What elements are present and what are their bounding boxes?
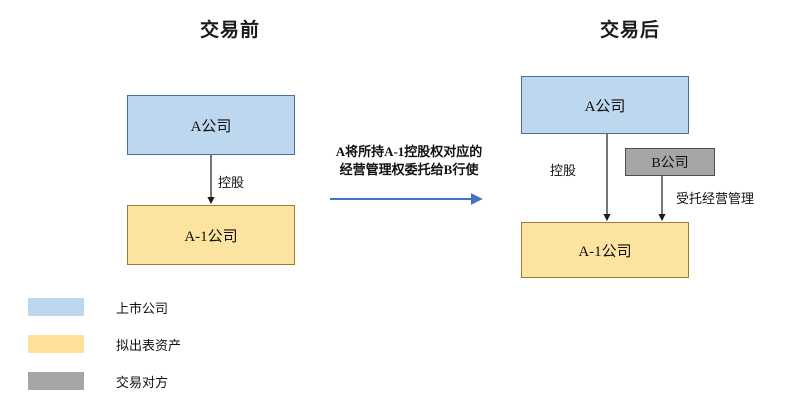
panel-title-after: 交易后 [599, 20, 660, 41]
legend-label-deconsolidated-asset: 拟出表资产 [116, 337, 182, 353]
edge-label-control-after: 控股 [550, 163, 577, 178]
node-a1-company-after[interactable]: A-1公司 [521, 222, 689, 278]
legend-swatch-listed-company [28, 298, 84, 316]
node-a1-company-before[interactable]: A-1公司 [127, 205, 295, 265]
legend-item-listed-company: 上市公司 [28, 298, 181, 316]
legend-item-counterparty: 交易对方 [28, 372, 181, 390]
legend-label-counterparty: 交易对方 [116, 374, 169, 390]
edge-label-control-before: 控股 [218, 175, 245, 190]
transaction-caption-line-2: 经营管理权委托给B行使 [339, 161, 479, 177]
edge-label-entrust-after: 受托经营管理 [676, 191, 755, 206]
legend-swatch-counterparty [28, 372, 84, 390]
transaction-caption: A将所持A-1控股权对应的 经营管理权委托给B行使 [311, 143, 507, 178]
legend: 上市公司 拟出表资产 交易对方 [28, 298, 181, 409]
node-a-company-before[interactable]: A公司 [127, 95, 295, 155]
panel-title-before: 交易前 [199, 20, 260, 41]
legend-item-deconsolidated-asset: 拟出表资产 [28, 335, 181, 353]
node-a-company-after[interactable]: A公司 [521, 76, 689, 134]
transaction-caption-line-1: A将所持A-1控股权对应的 [335, 144, 483, 159]
legend-label-listed-company: 上市公司 [116, 300, 169, 316]
legend-swatch-deconsolidated-asset [28, 335, 84, 353]
node-b-company-after[interactable]: B公司 [625, 148, 715, 176]
